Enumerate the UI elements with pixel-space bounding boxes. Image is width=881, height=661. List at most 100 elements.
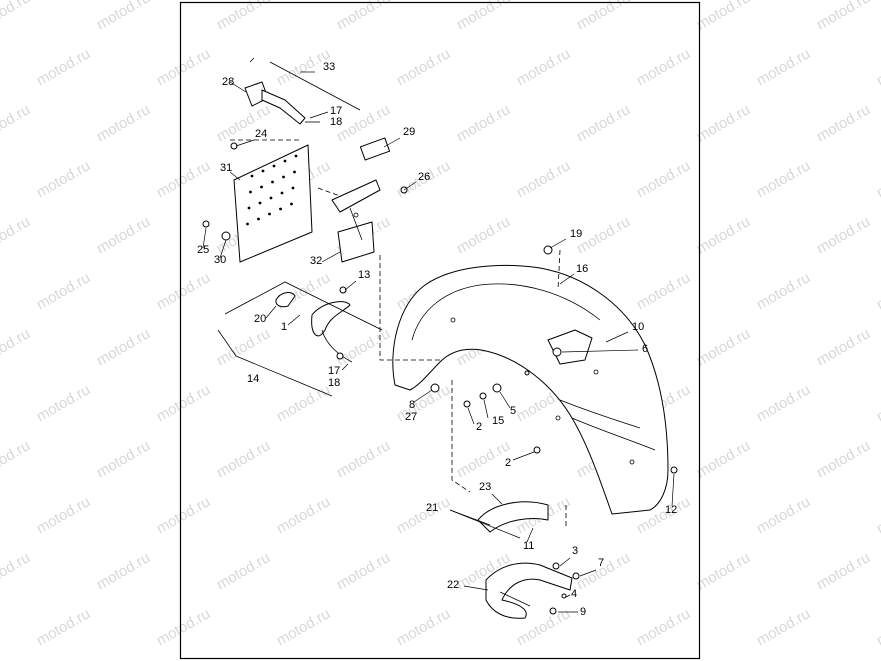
watermark-text: motod.ru [214, 325, 274, 369]
callout-2: 2 [505, 457, 511, 469]
watermark-text: motod.ru [154, 45, 214, 89]
callout-5: 5 [510, 405, 516, 417]
watermark-text: motod.ru [0, 325, 33, 369]
watermark-text: motod.ru [814, 437, 874, 481]
callout-7: 7 [598, 557, 604, 569]
watermark-text: motod.ru [454, 0, 514, 33]
watermark-text: motod.ru [214, 0, 274, 33]
callout-16: 16 [576, 263, 588, 275]
callout-12: 12 [665, 504, 677, 516]
watermark-text: motod.ru [394, 493, 454, 537]
callout-17: 17 [328, 365, 340, 377]
leader-line [235, 139, 255, 147]
watermark-text: motod.ru [874, 381, 881, 425]
watermark-text: motod.ru [34, 45, 94, 89]
leader-line [321, 251, 341, 263]
watermark-text: motod.ru [154, 381, 214, 425]
leader-line [499, 391, 511, 409]
callout-30: 30 [214, 254, 226, 266]
watermark-text: motod.ru [694, 101, 754, 145]
watermark-text: motod.ru [634, 157, 694, 201]
watermark-text: motod.ru [874, 269, 881, 313]
watermark-text: motod.ru [814, 0, 874, 33]
watermark-text: motod.ru [214, 549, 274, 593]
watermark-text: motod.ru [0, 101, 33, 145]
callout-13: 13 [358, 269, 370, 281]
leader-line [344, 280, 357, 291]
plate-hole [250, 174, 254, 178]
leader-line [559, 273, 575, 285]
watermark-text: motod.ru [754, 45, 814, 89]
watermark-text: motod.ru [514, 157, 574, 201]
leader-lines [202, 71, 675, 613]
plate-hole [261, 169, 265, 173]
callout-4: 4 [571, 588, 577, 600]
watermark-text: motod.ru [574, 101, 634, 145]
plate-hole [294, 154, 298, 158]
callout-22: 22 [447, 579, 459, 591]
callout-18: 18 [328, 377, 340, 389]
callout-19: 19 [570, 228, 582, 240]
leader-line [526, 527, 534, 543]
watermark-text: motod.ru [634, 45, 694, 89]
watermark-text: motod.ru [334, 325, 394, 369]
callout-10: 10 [632, 321, 644, 333]
watermark-text: motod.ru [694, 437, 754, 481]
watermark-text: motod.ru [94, 549, 154, 593]
leader-line [219, 239, 227, 259]
plate-hole [269, 196, 273, 200]
callout-3: 3 [572, 545, 578, 557]
plate-hole [283, 159, 287, 163]
watermark-text: motod.ru [874, 493, 881, 537]
license-bracket [331, 179, 381, 263]
callout-15: 15 [492, 415, 504, 427]
watermark-text: motod.ru [34, 269, 94, 313]
watermark-text: motod.ru [334, 549, 394, 593]
watermark-text: motod.ru [94, 0, 154, 33]
watermark-text: motod.ru [694, 0, 754, 33]
callout-24: 24 [255, 128, 267, 140]
watermark-text: motod.ru [0, 0, 33, 33]
leader-line [565, 594, 571, 598]
watermark-text: motod.ru [574, 549, 634, 593]
plate-hole [247, 206, 251, 210]
callout-32: 32 [310, 255, 322, 267]
watermark-text: motod.ru [754, 493, 814, 537]
callout-1: 1 [281, 321, 287, 333]
plate-hole [272, 164, 276, 168]
watermark-text: motod.ru [34, 605, 94, 649]
watermark-text: motod.ru [694, 549, 754, 593]
plate-hole [268, 212, 271, 216]
watermark-text: motod.ru [34, 381, 94, 425]
watermark-text: motod.ru [274, 493, 334, 537]
watermark-text: motod.ru [154, 605, 214, 649]
watermark-text: motod.ru [0, 437, 33, 481]
watermark-text: motod.ru [814, 549, 874, 593]
leader-line [265, 305, 277, 319]
callout-6: 6 [642, 343, 648, 355]
callout-14: 14 [247, 373, 259, 385]
leader-line [463, 585, 489, 591]
callout-21: 21 [426, 502, 438, 514]
leader-line [561, 349, 639, 353]
leader-line [491, 493, 503, 505]
plate-hole [246, 222, 249, 226]
watermark-text: motod.ru [94, 213, 154, 257]
leader-line [549, 238, 567, 249]
watermark-text: motod.ru [814, 213, 874, 257]
watermark-text: motod.ru [754, 269, 814, 313]
plate-hole [279, 207, 282, 211]
callout-29: 29 [403, 126, 415, 138]
watermark-text: motod.ru [154, 493, 214, 537]
leader-line [229, 81, 247, 93]
watermark-text: motod.ru [874, 45, 881, 89]
watermark-text: motod.ru [154, 269, 214, 313]
leader-line [483, 399, 489, 419]
watermark-text: motod.ru [874, 605, 881, 649]
callout-9: 9 [580, 606, 586, 618]
watermark-text: motod.ru [874, 157, 881, 201]
watermark-text: motod.ru [274, 381, 334, 425]
leader-line [467, 407, 475, 425]
leader-line [413, 389, 433, 403]
